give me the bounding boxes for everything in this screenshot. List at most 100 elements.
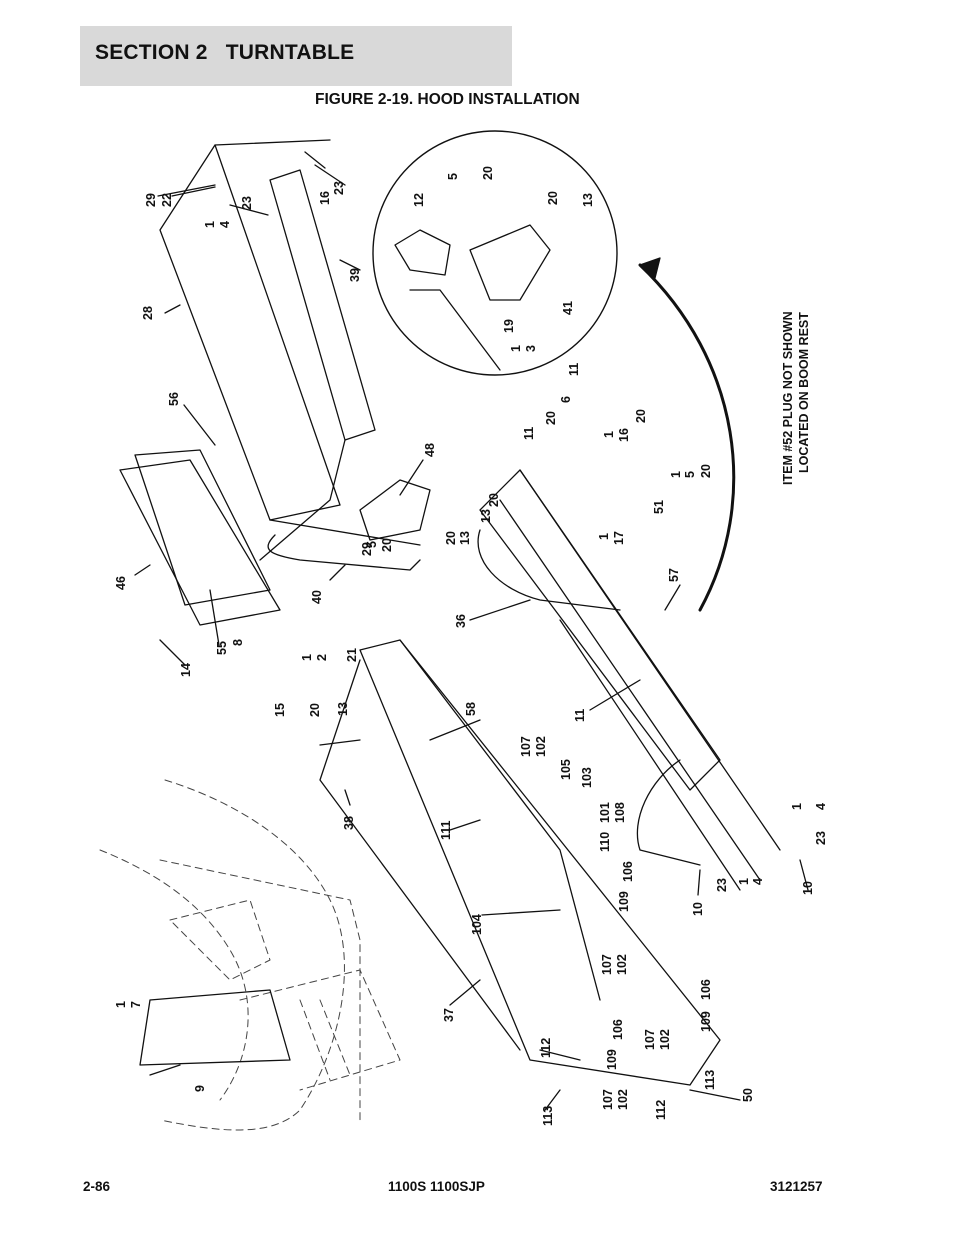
callout-29: 29: [360, 542, 374, 556]
callout-4: 4: [218, 221, 232, 228]
manual-number: 3121257: [770, 1179, 823, 1194]
callout-1: 1: [300, 654, 314, 661]
figure-title: FIGURE 2-19. HOOD INSTALLATION: [315, 91, 580, 108]
callout-102: 102: [534, 736, 548, 757]
callout-20: 20: [308, 703, 322, 717]
callout-22: 22: [160, 193, 174, 207]
page-number: 2-86: [83, 1179, 111, 1194]
callout-11: 11: [573, 709, 587, 722]
window-panel-46: [119, 449, 281, 626]
detail-bracket-41: [469, 224, 551, 301]
callout-29: 29: [144, 193, 158, 207]
callout-106: 106: [699, 979, 713, 1000]
model-designation: 1100S 1100SJP: [388, 1179, 485, 1194]
callout-13: 13: [458, 531, 472, 545]
callout-20: 20: [481, 166, 495, 180]
callout-105: 105: [559, 759, 573, 780]
callout-1: 1: [737, 878, 751, 885]
callout-1: 1: [602, 431, 616, 438]
callout-40: 40: [310, 590, 324, 604]
detail-arrow: [638, 263, 736, 612]
callout-23: 23: [715, 878, 729, 892]
callout-17: 17: [612, 531, 626, 545]
callout-109: 109: [605, 1049, 619, 1070]
detail-bracket-12: [394, 229, 451, 276]
note-line-2: LOCATED ON BOOM REST: [797, 312, 811, 473]
callout-13: 13: [581, 193, 595, 207]
callout-38: 38: [342, 816, 356, 830]
callout-15: 15: [273, 703, 287, 717]
callout-48: 48: [423, 443, 437, 457]
callout-10: 10: [691, 902, 705, 916]
hood-frame-37: [319, 639, 721, 1086]
callout-13: 13: [336, 702, 350, 716]
callout-2: 2: [315, 654, 329, 661]
callout-106: 106: [621, 861, 635, 882]
callout-107: 107: [601, 1089, 615, 1110]
hood-panel-28: [159, 139, 421, 546]
callout-19: 19: [502, 319, 516, 333]
callout-4: 4: [814, 803, 828, 810]
callout-20: 20: [544, 411, 558, 425]
callout-12: 12: [412, 193, 426, 207]
callout-108: 108: [613, 802, 627, 823]
callout-16: 16: [617, 428, 631, 442]
callout-109: 109: [617, 891, 631, 912]
callout-9: 9: [193, 1085, 207, 1092]
callout-20: 20: [380, 538, 394, 552]
callout-39: 39: [348, 268, 362, 282]
callout-50: 50: [741, 1088, 755, 1102]
boom-arm: [499, 469, 781, 891]
callout-13: 13: [479, 509, 493, 523]
callout-113: 113: [541, 1106, 555, 1126]
panel-9: [139, 989, 291, 1066]
callout-1: 1: [597, 533, 611, 540]
callout-102: 102: [615, 954, 629, 975]
callout-107: 107: [643, 1029, 657, 1050]
callout-101: 101: [598, 802, 612, 823]
callout-36: 36: [454, 614, 468, 628]
callout-112: 112: [539, 1038, 553, 1058]
callout-113: 113: [703, 1070, 717, 1090]
callout-1: 1: [790, 803, 804, 810]
note-block: ITEM #52 PLUG NOT SHOWN LOCATED ON BOOM …: [781, 311, 811, 485]
callout-1: 1: [509, 345, 523, 352]
callout-102: 102: [616, 1089, 630, 1110]
callout-57: 57: [667, 568, 681, 582]
callout-11: 11: [522, 427, 536, 440]
callout-23: 23: [814, 831, 828, 845]
callout-6: 6: [559, 396, 573, 403]
callout-107: 107: [519, 736, 533, 757]
chassis-outline: [99, 779, 401, 1131]
boom-rest-36: [477, 469, 721, 866]
callout-107: 107: [600, 954, 614, 975]
callout-106: 106: [611, 1019, 625, 1040]
callout-46: 46: [114, 576, 128, 590]
callout-110: 110: [598, 832, 612, 852]
callout-41: 41: [561, 301, 575, 315]
callout-37: 37: [442, 1008, 456, 1022]
callout-5: 5: [365, 541, 379, 548]
callout-10: 10: [801, 881, 815, 895]
callout-21: 21: [345, 648, 359, 662]
callout-23: 23: [240, 196, 254, 210]
callout-111: 111: [439, 820, 453, 840]
section-title: SECTION 2 TURNTABLE: [95, 41, 355, 64]
note-line-1: ITEM #52 PLUG NOT SHOWN: [781, 311, 795, 485]
callout-20: 20: [634, 409, 648, 423]
callout-56: 56: [167, 392, 181, 406]
detail-view-circle: [372, 130, 618, 376]
callout-28: 28: [141, 306, 155, 320]
callout-112: 112: [654, 1100, 668, 1120]
callout-55: 55: [215, 641, 229, 655]
callout-7: 7: [129, 1001, 143, 1008]
callout-102: 102: [658, 1029, 672, 1050]
callout-5: 5: [683, 471, 697, 478]
callout-16: 16: [318, 191, 332, 205]
callout-1: 1: [203, 221, 217, 228]
callout-58: 58: [464, 702, 478, 716]
callout-20: 20: [444, 531, 458, 545]
callout-20: 20: [487, 493, 501, 507]
callout-20: 20: [546, 191, 560, 205]
